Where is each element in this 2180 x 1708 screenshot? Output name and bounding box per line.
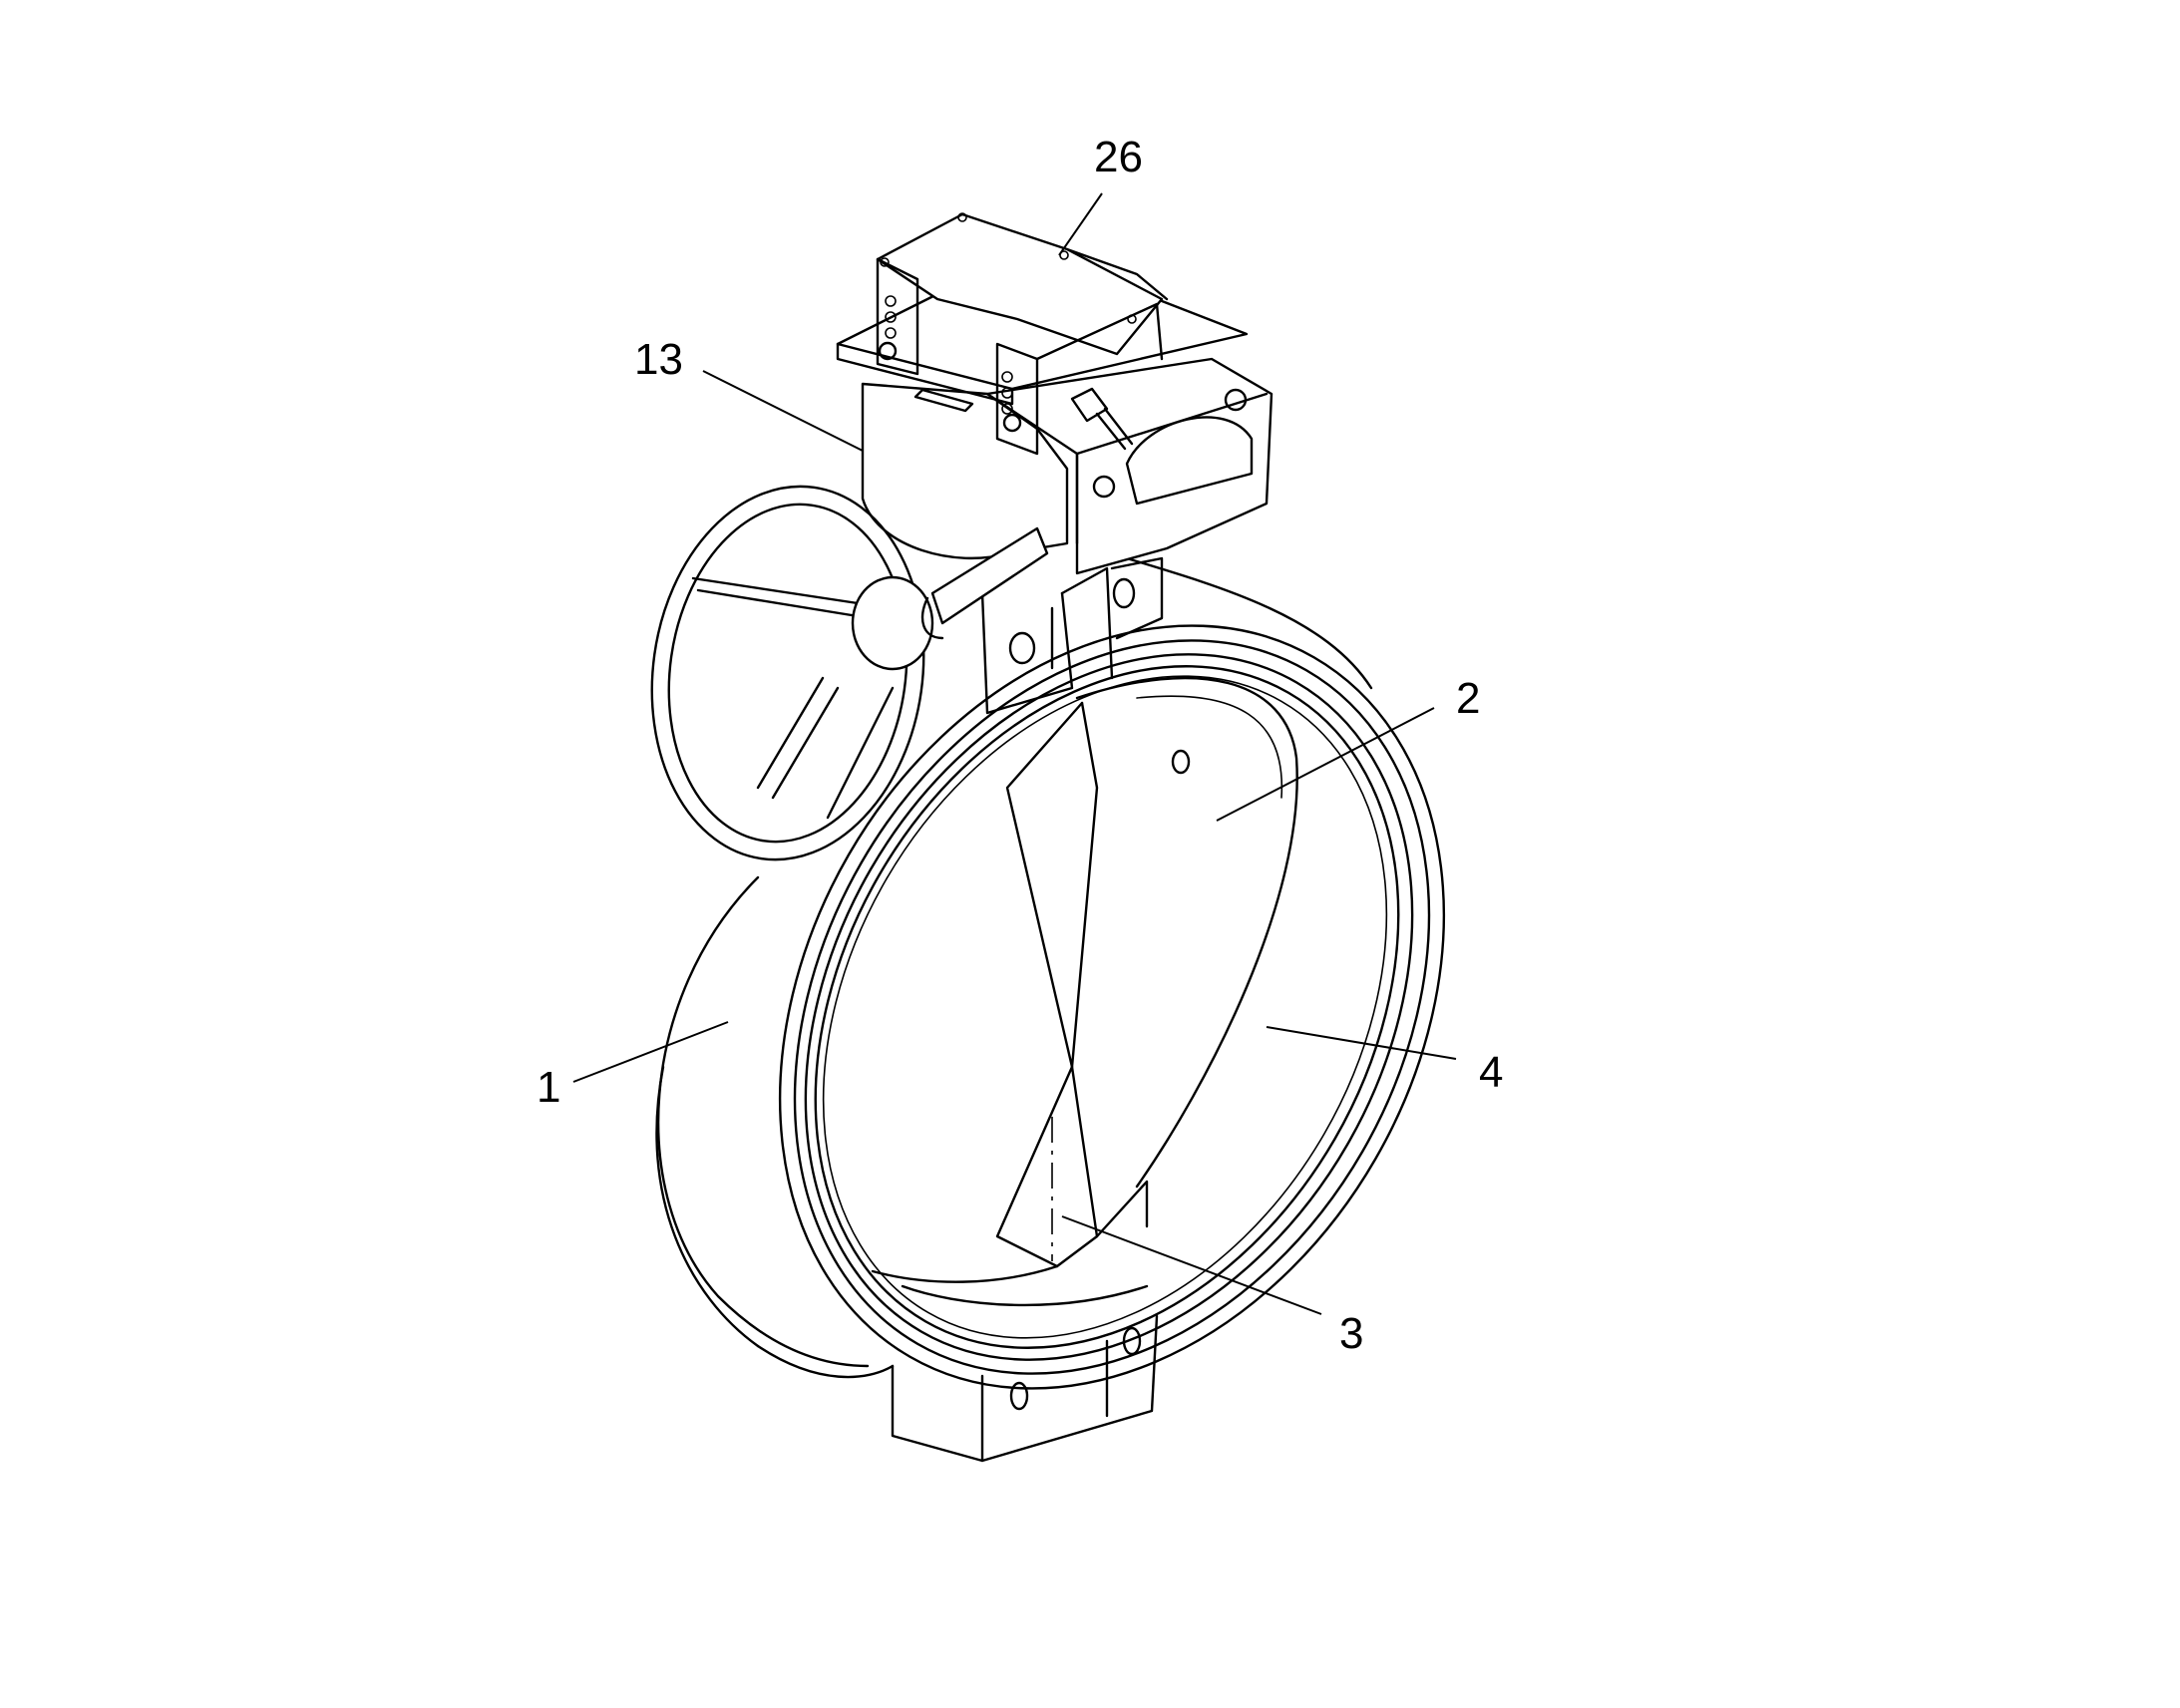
disc (871, 676, 1298, 1307)
leader-2 (1216, 707, 1435, 822)
label-2: 2 (1456, 674, 1480, 723)
valve-body (655, 556, 1446, 1390)
leader-13 (702, 370, 864, 452)
label-1: 1 (537, 1063, 560, 1112)
bottom-boss (891, 1314, 1159, 1463)
leader-1 (572, 1021, 729, 1083)
leader-26 (1058, 192, 1103, 256)
part-labels: 26 13 2 1 4 3 (537, 133, 1503, 1358)
liner (793, 639, 1431, 1375)
label-13: 13 (634, 335, 683, 384)
handwheel (650, 485, 1049, 861)
leader-3 (1061, 1215, 1322, 1315)
top-neck (980, 556, 1164, 715)
position-indicator-box (876, 212, 1169, 456)
leader-4 (1266, 1026, 1457, 1060)
gearbox (836, 292, 1273, 575)
label-4: 4 (1479, 1048, 1503, 1097)
leader-lines (572, 192, 1457, 1315)
label-3: 3 (1339, 1309, 1363, 1358)
label-26: 26 (1094, 133, 1143, 181)
